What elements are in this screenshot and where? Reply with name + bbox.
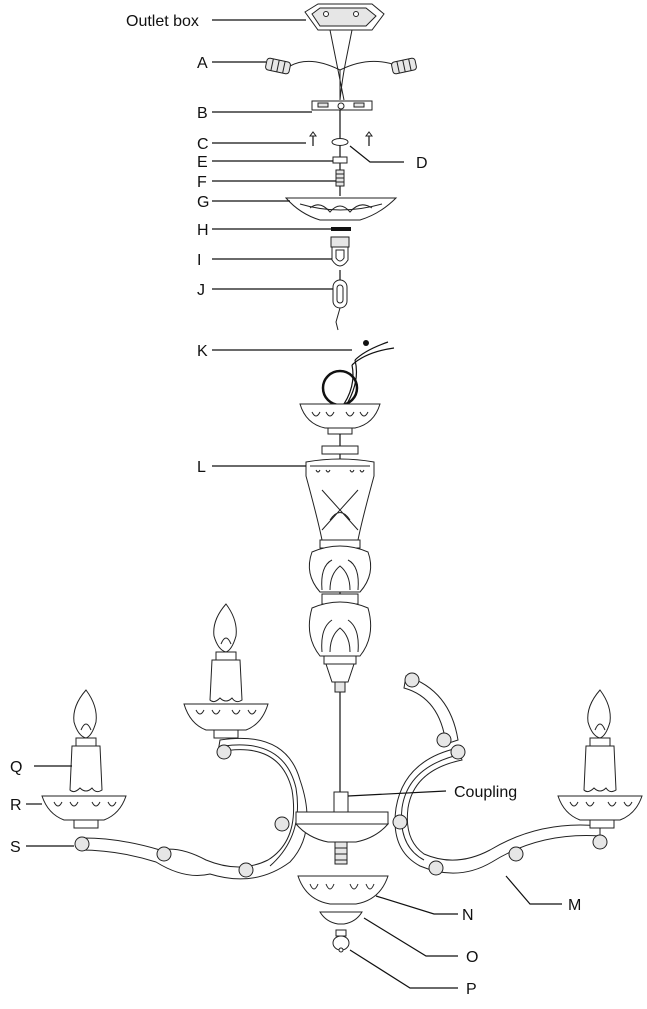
label-s: S — [10, 839, 21, 856]
top-cup — [299, 403, 381, 435]
label-r: R — [10, 797, 22, 814]
part-q-candle-left — [69, 689, 103, 793]
label-q: Q — [10, 759, 22, 776]
part-n-bottom-bowl — [297, 875, 389, 905]
outlet-box — [304, 3, 385, 101]
part-d-washer — [331, 138, 349, 146]
arm-hub — [294, 811, 390, 865]
candle-right — [557, 689, 643, 829]
part-b-crossbar — [311, 100, 373, 111]
right-arm-inner — [394, 675, 601, 874]
coupling — [333, 791, 349, 813]
part-r-bobeche-left — [41, 795, 127, 829]
label-c: C — [197, 136, 209, 153]
part-c-screws — [309, 131, 373, 146]
label-p: P — [466, 981, 477, 998]
part-i-loop — [330, 236, 350, 267]
label-g: G — [197, 194, 209, 211]
label-e: E — [197, 154, 208, 171]
part-f-nipple — [335, 169, 345, 187]
callout-labels: Outlet box A B C D E F G H I J K L Q R S… — [10, 13, 581, 998]
top-loop — [321, 369, 359, 407]
part-e-nut — [332, 156, 348, 164]
candle-center-left — [183, 603, 269, 739]
label-j: J — [197, 282, 205, 299]
part-p-finial — [332, 929, 350, 953]
leader-lines — [26, 19, 562, 989]
label-d: D — [416, 155, 428, 172]
arm-rosettes — [74, 672, 608, 878]
part-h-ring — [331, 227, 351, 231]
label-h: H — [197, 222, 209, 239]
label-m: M — [568, 897, 581, 914]
part-k-wire — [343, 340, 395, 405]
label-i: I — [197, 252, 201, 269]
label-n: N — [462, 907, 474, 924]
label-outlet-box: Outlet box — [126, 13, 199, 30]
part-g-canopy — [284, 197, 398, 221]
label-l: L — [197, 459, 206, 476]
part-j-chain — [332, 270, 348, 331]
label-a: A — [197, 55, 208, 72]
label-coupling: Coupling — [454, 784, 517, 801]
part-o-finial-cup — [319, 911, 363, 925]
label-b: B — [197, 105, 208, 122]
part-a-wire-nuts — [265, 57, 417, 100]
part-l-column — [305, 445, 375, 693]
label-o: O — [466, 949, 478, 966]
label-f: F — [197, 174, 207, 191]
label-k: K — [197, 343, 208, 360]
